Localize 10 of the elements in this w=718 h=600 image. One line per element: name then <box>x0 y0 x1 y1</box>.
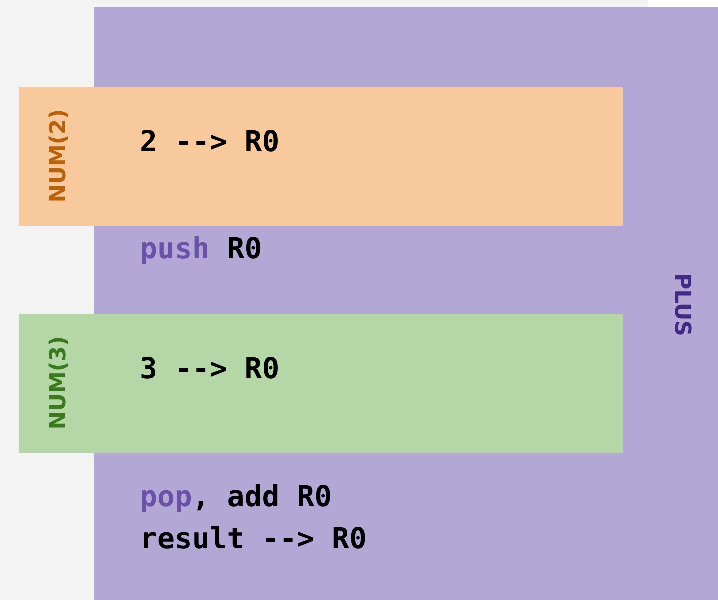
block-label: NUM(3) <box>46 336 72 430</box>
code-line: 3 --> R0 <box>140 352 280 386</box>
inner-block <box>19 87 623 226</box>
code-line: push R0 <box>140 232 262 266</box>
inner-block <box>19 314 623 453</box>
code-line: result --> R0 <box>140 522 367 556</box>
block-label: PLUS <box>670 273 694 337</box>
code-line: 2 --> R0 <box>140 124 280 160</box>
block-label: NUM(2) <box>46 109 72 203</box>
code-line: pop, add R0 <box>140 480 332 514</box>
